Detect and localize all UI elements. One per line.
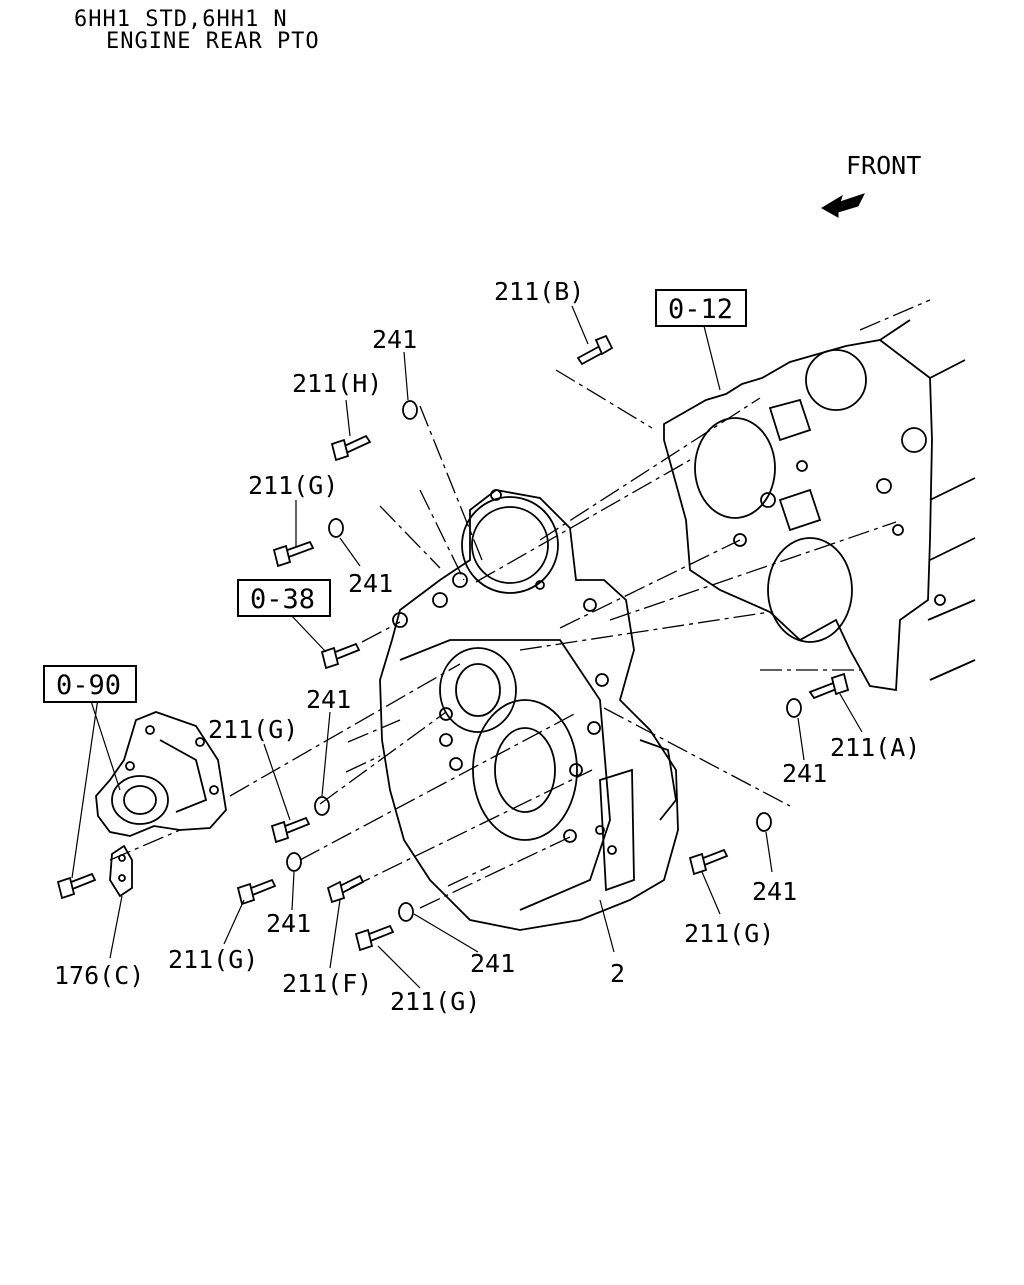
bolt-0-38 bbox=[320, 642, 361, 670]
arrow-icon bbox=[821, 193, 865, 218]
bolt-211h bbox=[330, 434, 372, 462]
front-label: FRONT bbox=[846, 151, 921, 180]
callout-211g-upper[interactable]: 211(G) bbox=[248, 471, 338, 500]
washer-241-far-right bbox=[756, 812, 772, 832]
callout-241-bottom[interactable]: 241 bbox=[470, 949, 515, 978]
callout-241-far-right[interactable]: 241 bbox=[752, 877, 797, 906]
assembly-lines bbox=[109, 369, 897, 909]
callout-2[interactable]: 2 bbox=[610, 959, 625, 988]
engine-block bbox=[663, 299, 976, 692]
callout-211h[interactable]: 211(H) bbox=[292, 369, 382, 398]
bolt-211f bbox=[326, 874, 365, 904]
ref-box-0-90[interactable]: 0-90 bbox=[43, 665, 137, 703]
callout-211g-lower-left[interactable]: 211(G) bbox=[168, 945, 258, 974]
bolt-211g-mid bbox=[270, 816, 311, 844]
bolt-211g-right bbox=[688, 848, 729, 876]
pto-housing bbox=[95, 711, 227, 837]
washer-241-bottom bbox=[398, 902, 414, 922]
callout-241-upper[interactable]: 241 bbox=[348, 569, 393, 598]
header-line-1: 6HH1 STD,6HH1 N bbox=[74, 7, 288, 32]
washer-241-right bbox=[786, 698, 802, 718]
washer-241-upper bbox=[328, 518, 344, 538]
callout-241-right[interactable]: 241 bbox=[782, 759, 827, 788]
washer-241-top bbox=[402, 400, 418, 420]
washer-241-lower-left bbox=[286, 852, 302, 872]
ref-0-90-label: 0-90 bbox=[56, 670, 121, 701]
header-line-2: ENGINE REAR PTO bbox=[106, 29, 320, 54]
callout-241-top[interactable]: 241 bbox=[372, 325, 417, 354]
callout-211g-mid[interactable]: 211(G) bbox=[208, 715, 298, 744]
callout-211g-right[interactable]: 211(G) bbox=[684, 919, 774, 948]
callout-211a[interactable]: 211(A) bbox=[830, 733, 920, 762]
ref-box-0-38[interactable]: 0-38 bbox=[237, 579, 331, 617]
ref-box-0-12[interactable]: 0-12 bbox=[655, 289, 747, 327]
bolt-211g-bottom bbox=[354, 924, 395, 952]
ref-0-38-label: 0-38 bbox=[250, 584, 315, 615]
callout-211g-bottom[interactable]: 211(G) bbox=[390, 987, 480, 1016]
bolt-211g-upper bbox=[272, 540, 315, 568]
washer-241-mid bbox=[314, 796, 330, 816]
bolt-211g-lower-left bbox=[236, 878, 277, 906]
bolt-211a bbox=[808, 672, 850, 700]
callout-176c[interactable]: 176(C) bbox=[54, 961, 144, 990]
callouts: 211(B) 241 211(H) 211(G) 241 241 211(G) … bbox=[54, 277, 920, 1016]
leader-lines bbox=[71, 305, 863, 989]
bolt-176c bbox=[56, 872, 97, 900]
callout-241-lower-left[interactable]: 241 bbox=[266, 909, 311, 938]
bracket-176c bbox=[109, 844, 133, 898]
bolt-211b bbox=[576, 334, 614, 366]
flywheel-housing bbox=[379, 489, 679, 931]
ref-0-12-label: 0-12 bbox=[668, 294, 733, 325]
callout-211b[interactable]: 211(B) bbox=[494, 277, 584, 306]
callout-241-mid[interactable]: 241 bbox=[306, 685, 351, 714]
callout-211f[interactable]: 211(F) bbox=[282, 969, 372, 998]
